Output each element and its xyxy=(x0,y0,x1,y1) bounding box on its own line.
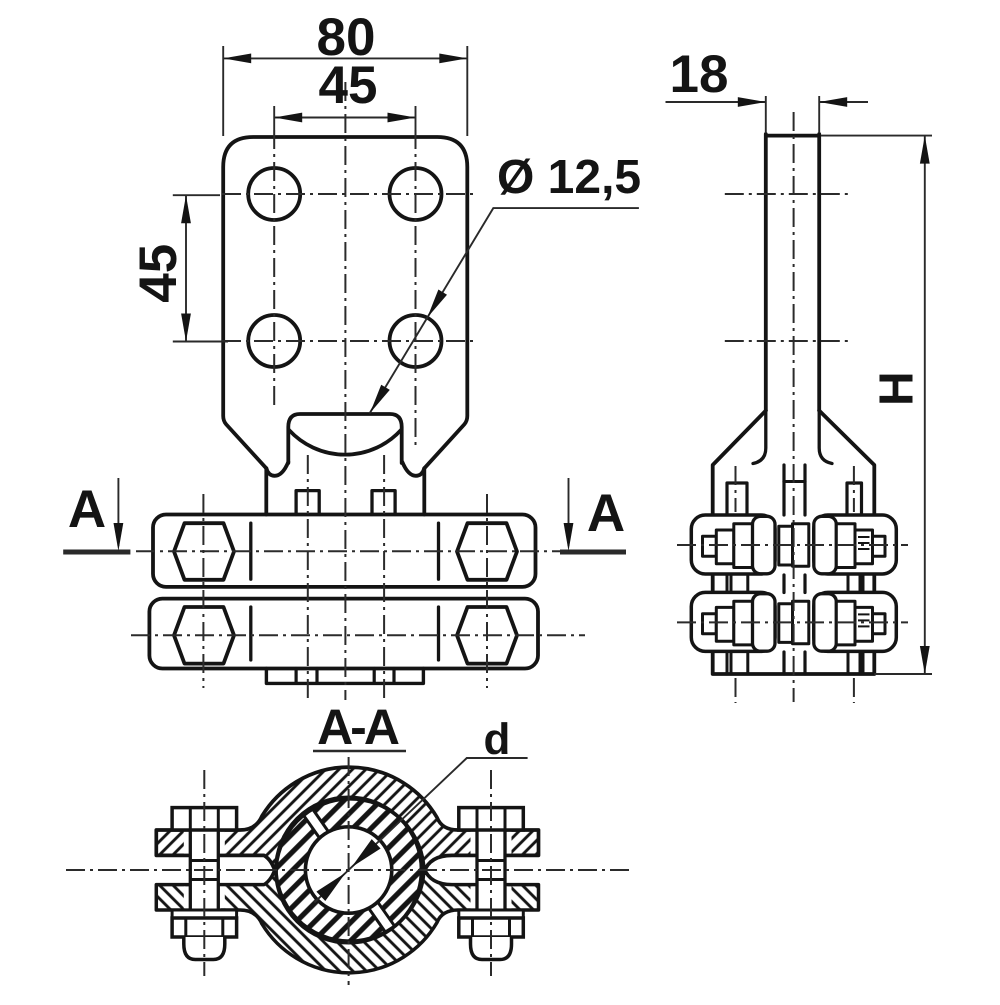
svg-text:A: A xyxy=(587,484,625,543)
svg-text:Ø 12,5: Ø 12,5 xyxy=(497,151,641,204)
svg-text:18: 18 xyxy=(670,45,729,104)
svg-text:45: 45 xyxy=(129,244,188,303)
svg-text:45: 45 xyxy=(319,56,378,115)
svg-text:H: H xyxy=(871,371,924,406)
svg-text:d: d xyxy=(484,715,511,764)
svg-text:A-A: A-A xyxy=(317,699,399,755)
svg-text:A: A xyxy=(68,480,106,539)
svg-text:80: 80 xyxy=(317,8,376,67)
